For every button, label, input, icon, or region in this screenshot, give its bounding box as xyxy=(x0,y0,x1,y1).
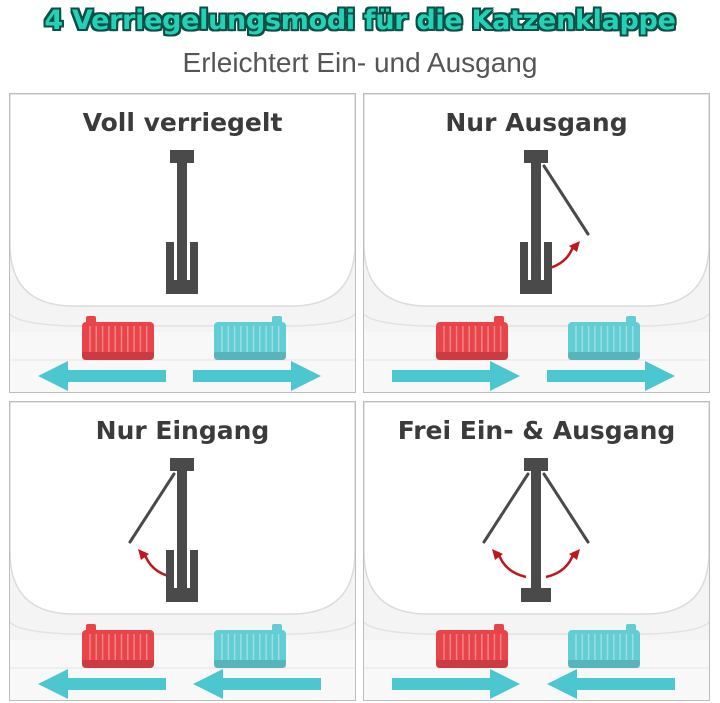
latch-tab xyxy=(272,316,282,326)
arrow-shaft xyxy=(217,678,321,690)
headline: 4 Verriegelungsmodi für die Katzenklappe xyxy=(44,5,676,36)
arrow-shaft xyxy=(392,678,496,690)
red-lock-slider-body xyxy=(82,322,154,360)
arrow-head xyxy=(291,361,321,391)
flap-symbol xyxy=(520,150,552,294)
teal-lock-slider-body xyxy=(214,630,286,668)
flap-bracket xyxy=(520,242,552,294)
flap-stem xyxy=(531,163,541,281)
flap-cap xyxy=(170,150,194,163)
flap-bracket xyxy=(166,550,198,602)
swing-arrowhead xyxy=(138,549,149,560)
arrow-head xyxy=(193,669,223,699)
flap-swing-line xyxy=(128,472,176,544)
flap-illustration xyxy=(364,402,709,700)
arrow-head xyxy=(547,669,577,699)
red-lock-slider-body xyxy=(436,322,508,360)
flap-swing-line xyxy=(542,472,590,544)
arrow-shaft xyxy=(392,370,496,382)
panel-title: Voll verriegelt xyxy=(82,108,283,137)
flap-symbol xyxy=(521,458,551,602)
latch-tab xyxy=(626,316,636,326)
left-direction-arrow-icon xyxy=(392,361,520,391)
right-direction-arrow-icon xyxy=(193,361,321,391)
flap-stem xyxy=(177,163,187,281)
arrow-head xyxy=(38,669,68,699)
flap-base xyxy=(521,588,551,602)
mode-panel-free-passage: Frei Ein- & Ausgang xyxy=(363,401,710,701)
latch-shadow xyxy=(214,660,286,668)
teal-lock-slider xyxy=(568,316,640,360)
flap-illustration xyxy=(364,94,709,392)
arrow-shaft xyxy=(193,370,297,382)
mode-panel-exit-only: Nur Ausgang xyxy=(363,93,710,393)
panel-title: Frei Ein- & Ausgang xyxy=(397,416,676,445)
flap-illustration xyxy=(10,402,355,700)
flap-cap xyxy=(524,150,548,163)
red-lock-slider xyxy=(82,624,154,668)
latch-shadow xyxy=(436,352,508,360)
latch-shadow xyxy=(436,660,508,668)
latch-shadow xyxy=(82,352,154,360)
red-lock-slider xyxy=(82,316,154,360)
latch-tab xyxy=(272,624,282,634)
panel-title: Nur Ausgang xyxy=(445,108,628,137)
flap-symbol xyxy=(166,150,198,294)
red-lock-slider-body xyxy=(82,630,154,668)
teal-lock-slider xyxy=(568,624,640,668)
swing-arrowhead xyxy=(569,241,580,252)
teal-lock-slider-body xyxy=(568,322,640,360)
left-direction-arrow-icon xyxy=(38,669,166,699)
mode-panel-entry-only: Nur Eingang xyxy=(9,401,356,701)
frame-edge xyxy=(364,621,709,635)
latch-shadow xyxy=(568,352,640,360)
teal-lock-slider xyxy=(214,316,286,360)
right-direction-arrow-icon xyxy=(193,669,321,699)
latch-tab xyxy=(494,316,504,326)
arrow-shaft xyxy=(571,678,675,690)
frame-edge xyxy=(10,313,355,327)
arrow-head xyxy=(645,361,675,391)
lock-track xyxy=(364,640,709,700)
teal-lock-slider-body xyxy=(568,630,640,668)
frame-edge xyxy=(10,621,355,635)
right-direction-arrow-icon xyxy=(547,361,675,391)
swing-arrowhead xyxy=(569,549,580,560)
mode-panel-fully-locked: Voll verriegelt xyxy=(9,93,356,393)
latch-shadow xyxy=(568,660,640,668)
red-lock-slider xyxy=(436,624,508,668)
latch-tab xyxy=(494,624,504,634)
flap-stem xyxy=(177,471,187,589)
left-direction-arrow-icon xyxy=(38,361,166,391)
right-direction-arrow-icon xyxy=(547,669,675,699)
flap-cap xyxy=(170,458,194,471)
arrow-head xyxy=(38,361,68,391)
arrow-shaft xyxy=(547,370,651,382)
flap-bracket xyxy=(166,242,198,294)
frame-edge xyxy=(364,313,709,327)
latch-shadow xyxy=(82,660,154,668)
flap-swing-line xyxy=(542,164,590,236)
flap-cap xyxy=(524,458,548,471)
subheadline: Erleichtert Ein- und Ausgang xyxy=(182,47,538,78)
latch-shadow xyxy=(214,352,286,360)
red-lock-slider xyxy=(436,316,508,360)
latch-tab xyxy=(626,624,636,634)
flap-stem xyxy=(531,471,541,591)
latch-tab xyxy=(86,624,96,634)
panel-title: Nur Eingang xyxy=(95,416,270,445)
latch-tab xyxy=(86,316,96,326)
flap-symbol xyxy=(166,458,198,602)
left-direction-arrow-icon xyxy=(392,669,520,699)
arrow-head xyxy=(490,361,520,391)
teal-lock-slider-body xyxy=(214,322,286,360)
red-lock-slider-body xyxy=(436,630,508,668)
teal-lock-slider xyxy=(214,624,286,668)
arrow-head xyxy=(490,669,520,699)
arrow-shaft xyxy=(62,678,166,690)
flap-swing-line xyxy=(482,472,530,544)
arrow-shaft xyxy=(62,370,166,382)
flap-illustration xyxy=(10,94,355,392)
swing-arrowhead xyxy=(492,549,503,560)
